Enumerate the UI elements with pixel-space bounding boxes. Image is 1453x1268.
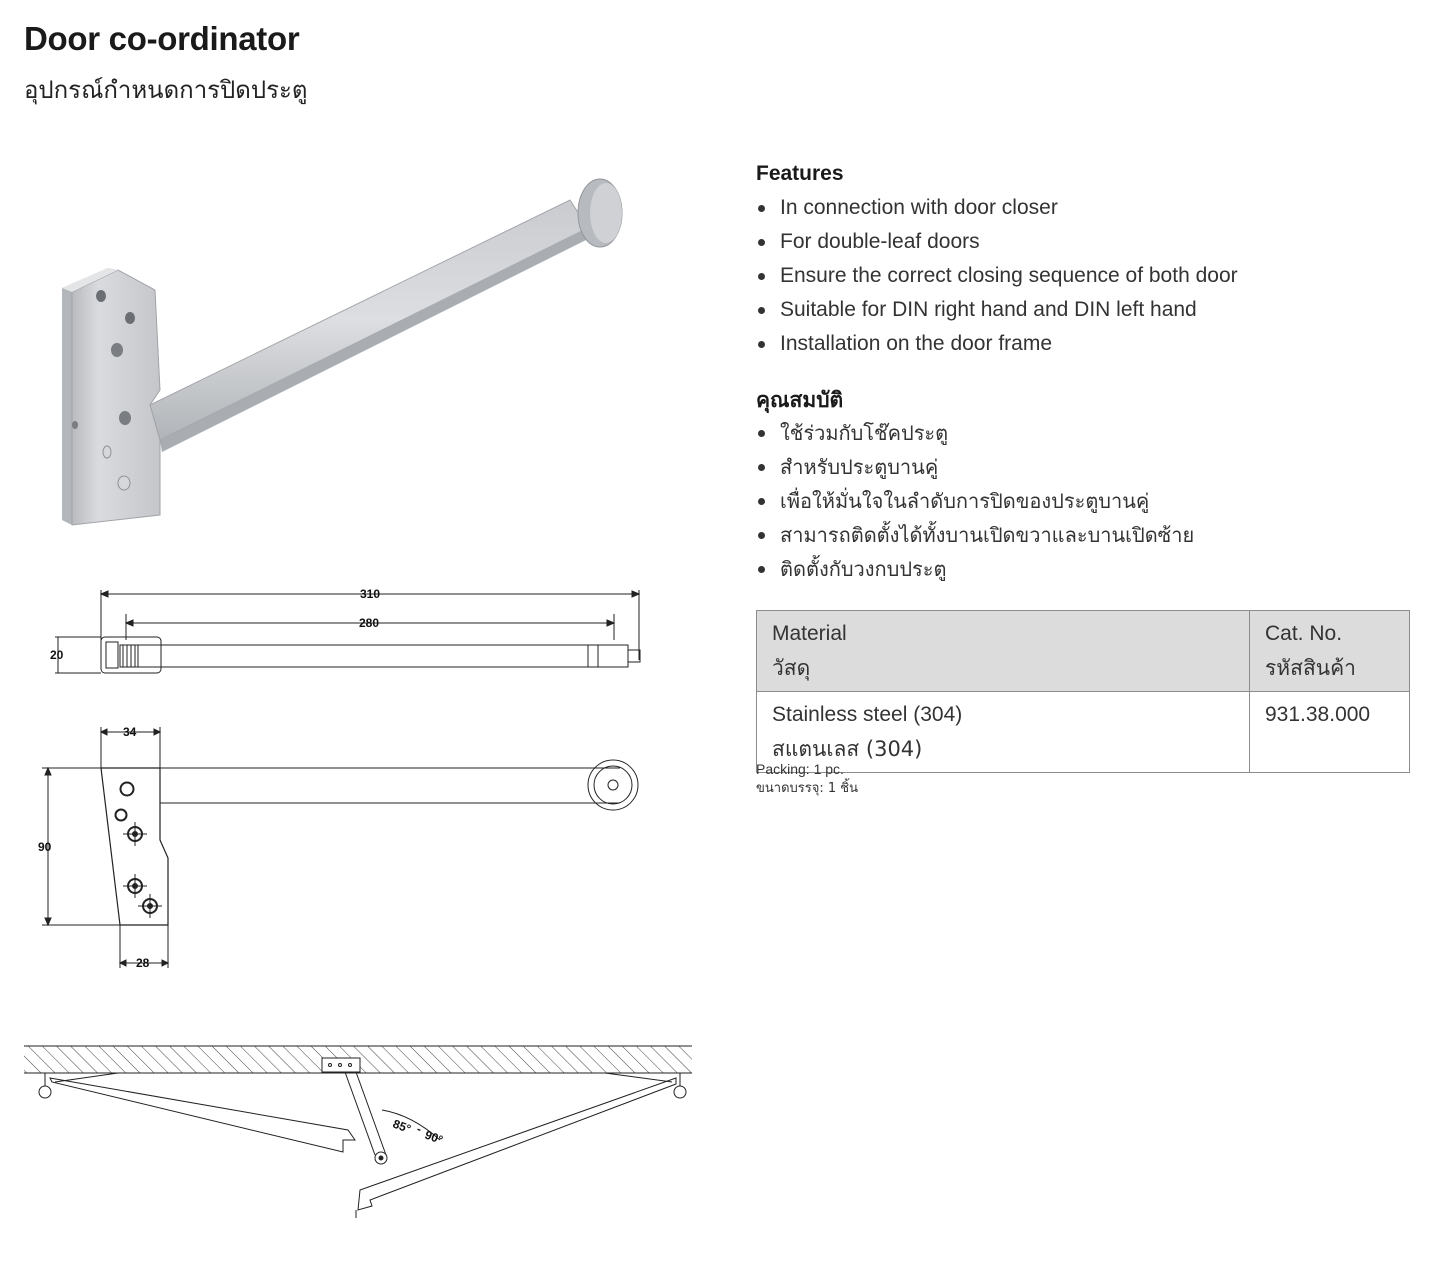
feature-item-thai: ติดตั้งกับวงกบประตู <box>756 552 1194 586</box>
packing-info: Packing: 1 pc. ขนาดบรรจุ: 1 ชิ้น <box>756 759 858 799</box>
cell-material: Stainless steel (304) สแตนเลส (304) <box>756 691 1250 773</box>
cell-catno: 931.38.000 <box>1249 691 1410 773</box>
feature-text-thai: สำหรับประตูบานคู่ <box>780 455 939 479</box>
features-heading: Features <box>756 162 844 185</box>
feature-text-thai: ใช้ร่วมกับโช๊คประตู <box>780 421 949 445</box>
feature-item: In connection with door closer <box>756 191 1238 225</box>
cell-material-th: สแตนเลส (304) <box>772 737 923 761</box>
feature-text: Installation on the door frame <box>780 332 1052 355</box>
bullet-icon <box>758 532 765 539</box>
technical-drawings: 310 280 20 34 <box>24 178 692 1218</box>
feature-item: Ensure the correct closing sequence of b… <box>756 259 1238 293</box>
feature-item-thai: สามารถติดตั้งได้ทั้งบานเปิดขวาและบานเปิด… <box>756 518 1194 552</box>
header-material-en: Material <box>772 622 847 645</box>
spec-table: Material วัสดุ Cat. No. รหัสสินค้า Stain… <box>756 610 1410 773</box>
angle-label-85: 85° <box>391 1117 413 1136</box>
dim-plate-width: 34 <box>123 725 137 739</box>
dim-height-top-view: 20 <box>50 648 64 662</box>
feature-text-thai: สามารถติดตั้งได้ทั้งบานเปิดขวาและบานเปิด… <box>780 523 1195 547</box>
dim-plate-bottom-width: 28 <box>136 956 150 970</box>
bullet-icon <box>758 205 765 212</box>
feature-text-thai: ติดตั้งกับวงกบประตู <box>780 557 947 581</box>
packing-en: Packing: 1 pc. <box>756 761 844 777</box>
bullet-icon <box>758 498 765 505</box>
bullet-icon <box>758 464 765 471</box>
dim-inner-length: 280 <box>359 616 379 630</box>
feature-item: Installation on the door frame <box>756 327 1238 361</box>
page-subtitle: อุปกรณ์กำหนดการปิดประตู <box>24 76 308 104</box>
dim-overall-length: 310 <box>360 587 380 601</box>
feature-item-thai: เพื่อให้มั่นใจในลำดับการปิดของประตูบานคู… <box>756 484 1194 518</box>
feature-item-thai: ใช้ร่วมกับโช๊คประตู <box>756 416 1194 450</box>
header-catno-th: รหัสสินค้า <box>1265 656 1356 680</box>
header-material-th: วัสดุ <box>772 656 811 680</box>
feature-item: Suitable for DIN right hand and DIN left… <box>756 293 1238 327</box>
header-catno-en: Cat. No. <box>1265 622 1343 645</box>
bullet-icon <box>758 341 765 348</box>
bullet-icon <box>758 566 765 573</box>
top-view-drawing <box>55 590 641 674</box>
features-list: In connection with door closer For doubl… <box>756 191 1238 361</box>
installation-diagram <box>24 1045 692 1218</box>
dim-plate-height: 90 <box>38 840 52 854</box>
angle-label-separator: - <box>415 1122 424 1137</box>
header-catno: Cat. No. รหัสสินค้า <box>1249 610 1410 692</box>
page-title: Door co-ordinator <box>24 20 300 57</box>
cell-catno-value: 931.38.000 <box>1265 703 1371 726</box>
feature-text: In connection with door closer <box>780 196 1058 219</box>
header-material: Material วัสดุ <box>756 610 1250 692</box>
bullet-icon <box>758 307 765 314</box>
table-header-row: Material วัสดุ Cat. No. รหัสสินค้า <box>756 610 1410 692</box>
feature-text: For double-leaf doors <box>780 230 980 253</box>
table-row: Stainless steel (304) สแตนเลส (304) 931.… <box>756 691 1410 773</box>
cell-material-en: Stainless steel (304) <box>772 703 963 726</box>
bullet-icon <box>758 430 765 437</box>
feature-text: Suitable for DIN right hand and DIN left… <box>780 298 1197 321</box>
product-image <box>62 178 623 526</box>
features-heading-thai: คุณสมบัติ <box>756 388 844 412</box>
side-view-drawing <box>42 727 639 968</box>
feature-text: Ensure the correct closing sequence of b… <box>780 264 1238 287</box>
features-list-thai: ใช้ร่วมกับโช๊คประตู สำหรับประตูบานคู่ เพ… <box>756 416 1194 586</box>
feature-item: For double-leaf doors <box>756 225 1238 259</box>
bullet-icon <box>758 239 765 246</box>
feature-text-thai: เพื่อให้มั่นใจในลำดับการปิดของประตูบานคู… <box>780 489 1150 513</box>
feature-item-thai: สำหรับประตูบานคู่ <box>756 450 1194 484</box>
packing-th: ขนาดบรรจุ: 1 ชิ้น <box>756 781 858 796</box>
bullet-icon <box>758 273 765 280</box>
angle-label-90: 90° <box>423 1128 445 1147</box>
